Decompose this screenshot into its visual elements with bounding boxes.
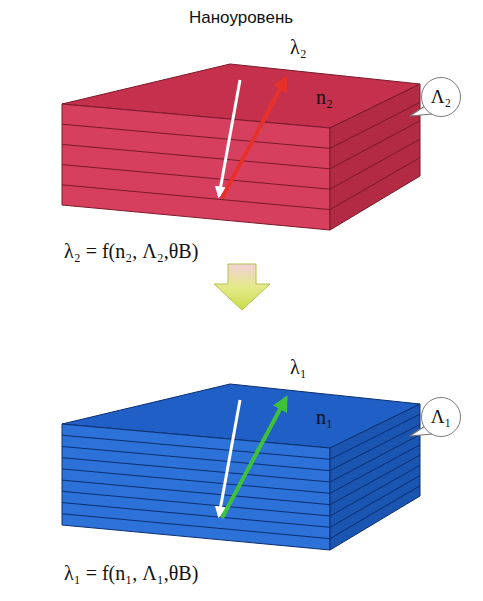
layer-line	[330, 158, 420, 210]
formula: λ₁ = f(n₁, Λ₁,θB)	[64, 562, 198, 585]
layer-line	[330, 476, 420, 528]
layer-line	[330, 424, 420, 470]
layer-line	[62, 185, 330, 210]
layer-line	[330, 445, 420, 493]
formula: λ₂ = f(n₂, Λ₂,θB)	[64, 240, 198, 263]
layer-line	[330, 486, 420, 539]
callout-text: Λ₂	[431, 86, 451, 108]
diagram-title: Наноуровень	[189, 8, 293, 28]
layer-line	[62, 446, 330, 470]
transition-arrow	[214, 264, 270, 310]
layer-line	[330, 121, 420, 169]
layer-line	[62, 144, 330, 168]
index-label: n₁	[316, 406, 333, 429]
callout-circle: Λ₁	[421, 397, 461, 437]
blue-multilayer-slab	[62, 384, 432, 550]
layer-line	[62, 124, 330, 148]
callout-circle: Λ₂	[421, 77, 461, 117]
layer-line	[330, 435, 420, 482]
layer-line	[330, 455, 420, 505]
layer-line	[330, 102, 420, 148]
index-label: n₂	[316, 86, 333, 109]
layer-line	[62, 514, 330, 539]
wavelength-label: λ₁	[290, 356, 307, 379]
layer-line	[62, 491, 330, 516]
layer-line	[330, 139, 420, 189]
layer-line	[62, 469, 330, 493]
layer-line	[62, 165, 330, 190]
callout-text: Λ₁	[431, 406, 451, 428]
red-multilayer-slab	[62, 64, 432, 230]
wavelength-label: λ₂	[290, 36, 307, 59]
layer-line	[62, 435, 330, 459]
layer-line	[62, 503, 330, 528]
layer-line	[62, 458, 330, 482]
layer-line	[330, 465, 420, 516]
layer-line	[62, 480, 330, 505]
